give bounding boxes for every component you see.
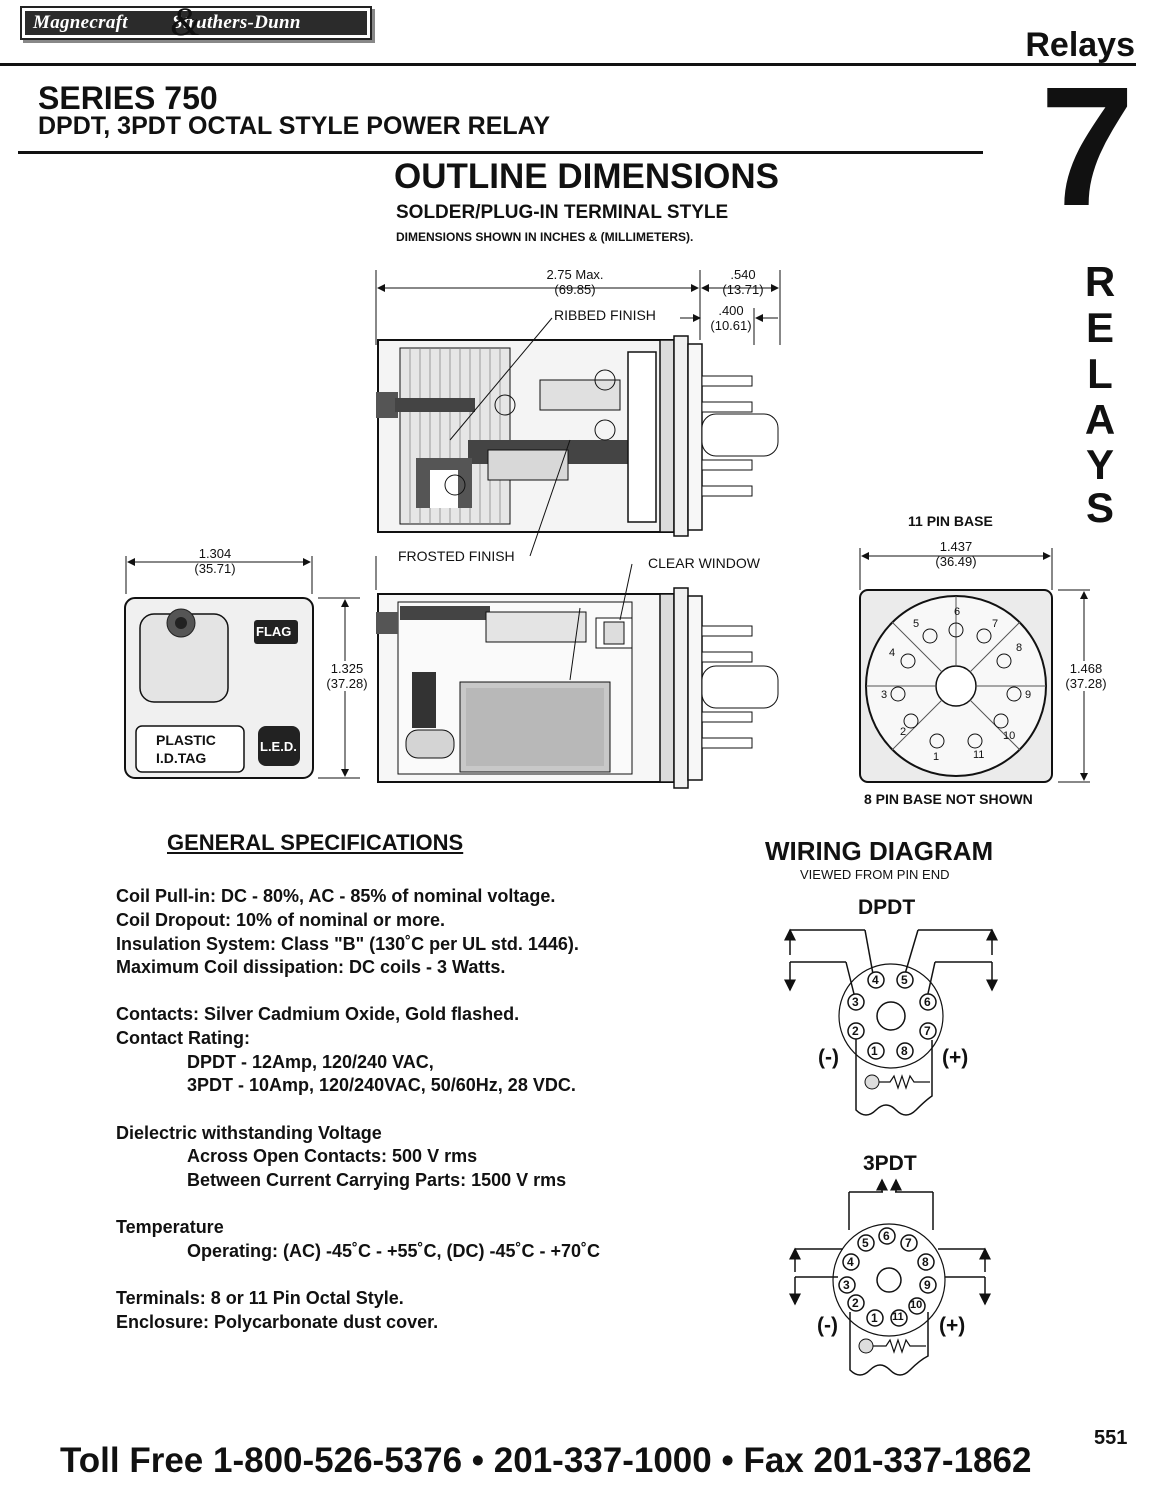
outline-title: OUTLINE DIMENSIONS xyxy=(394,157,780,196)
dim-base-height: 1.468 (37.28) xyxy=(1058,661,1114,691)
dpdt-pin: 4 xyxy=(872,973,879,987)
tpdt-pin: 10 xyxy=(910,1299,923,1311)
logo-text: Magnecraft Struthers-Dunn xyxy=(25,11,367,35)
tab-letter: Y xyxy=(1085,441,1114,488)
base-pin-label: 7 xyxy=(992,618,999,630)
dpdt-pin: 6 xyxy=(924,995,931,1009)
spec-line: Contact Rating: xyxy=(116,1028,250,1048)
label-frosted-finish: FROSTED FINISH xyxy=(398,548,515,564)
spec-line: Enclosure: Polycarbonate dust cover. xyxy=(116,1312,439,1332)
spec-line: Across Open Contacts: 500 V rms xyxy=(187,1146,478,1166)
dpdt-pin: 7 xyxy=(924,1024,931,1038)
tpdt-pin: 1 xyxy=(871,1311,878,1325)
base-pin-label: 3 xyxy=(881,689,888,701)
tpdt-pin: 7 xyxy=(905,1236,912,1250)
base-pin-label: 8 xyxy=(1016,642,1023,654)
tab-letter: S xyxy=(1085,484,1114,531)
spec-line: Insulation System: Class "B" (130˚C per … xyxy=(116,934,579,954)
dim-base-length: .400 (10.61) xyxy=(710,303,752,333)
spec-line: Dielectric withstanding Voltage xyxy=(116,1123,382,1143)
base-pin-label: 11 xyxy=(973,749,985,761)
spec-line: Contacts: Silver Cadmium Oxide, Gold fla… xyxy=(116,1004,520,1024)
base-pin-label: 4 xyxy=(889,647,896,659)
spec-line: 3PDT - 10Amp, 120/240VAC, 50/60Hz, 28 VD… xyxy=(187,1075,576,1095)
relay-bottom-view xyxy=(375,556,779,789)
base-11-pin xyxy=(859,548,1090,783)
header-rule xyxy=(0,63,1136,66)
label-8-pin-note: 8 PIN BASE NOT SHOWN xyxy=(864,791,1033,807)
tab-letter: E xyxy=(1085,304,1114,351)
label-led: L.E.D. xyxy=(260,739,297,754)
title-rule xyxy=(18,151,983,154)
outline-note: DIMENSIONS SHOWN IN INCHES & (MILLIMETER… xyxy=(396,230,694,244)
relay-top-view xyxy=(375,270,781,557)
tpdt-pin: 4 xyxy=(847,1255,854,1269)
spec-line: DPDT - 12Amp, 120/240 VAC, xyxy=(187,1052,434,1072)
tpdt-pin: 11 xyxy=(892,1311,904,1323)
base-pin-label: 6 xyxy=(954,606,961,618)
spec-line: Terminals: 8 or 11 Pin Octal Style. xyxy=(116,1288,404,1308)
spec-line: Coil Dropout: 10% of nominal or more. xyxy=(116,910,446,930)
tpdt-pin: 6 xyxy=(883,1229,890,1243)
footer-contact: Toll Free 1-800-526-5376 • 201-337-1000 … xyxy=(60,1441,1032,1480)
outline-subtitle: SOLDER/PLUG-IN TERMINAL STYLE xyxy=(396,202,729,223)
brand-logo: Magnecraft Struthers-Dunn & xyxy=(20,0,372,44)
section-title: Relays xyxy=(1025,26,1135,64)
base-pin-label: 5 xyxy=(913,618,920,630)
dim-height: 1.325 (37.28) xyxy=(318,661,376,691)
dpdt-pin: 1 xyxy=(871,1044,878,1058)
tpdt-positive: (+) xyxy=(939,1314,966,1337)
spec-line: Between Current Carrying Parts: 1500 V r… xyxy=(187,1170,567,1190)
label-11-pin-base: 11 PIN BASE xyxy=(908,513,993,529)
dpdt-pin: 3 xyxy=(852,995,859,1009)
dpdt-positive: (+) xyxy=(942,1046,969,1069)
tpdt-pin: 5 xyxy=(862,1236,869,1250)
base-pin-label: 1 xyxy=(933,751,940,763)
dim-pin-length: .540 (13.71) xyxy=(722,267,764,297)
spec-line: Coil Pull-in: DC - 80%, AC - 85% of nomi… xyxy=(116,886,556,906)
tab-letter: A xyxy=(1084,396,1116,443)
base-pin-label: 2 xyxy=(900,726,907,738)
dim-length: 2.75 Max. (69.85) xyxy=(546,267,604,297)
tpdt-pin: 9 xyxy=(924,1278,931,1292)
wiring-subtitle: VIEWED FROM PIN END xyxy=(800,867,950,882)
tpdt-pin: 8 xyxy=(922,1255,929,1269)
dpdt-negative: (-) xyxy=(818,1046,839,1069)
series-subtitle: DPDT, 3PDT OCTAL STYLE POWER RELAY xyxy=(38,112,551,140)
logo-ampersand: & xyxy=(170,0,202,44)
dpdt-pin: 8 xyxy=(901,1044,908,1058)
wiring-dpdt xyxy=(784,928,998,1116)
dim-width: 1.304 (35.71) xyxy=(194,546,236,576)
tab-letter: L xyxy=(1087,350,1113,397)
spec-line: Temperature xyxy=(116,1217,224,1237)
spec-line: Operating: (AC) -45˚C - +55˚C, (DC) -45˚… xyxy=(187,1241,601,1261)
tpdt-pin: 3 xyxy=(843,1278,850,1292)
label-ribbed-finish: RIBBED FINISH xyxy=(554,307,656,323)
logo-left: Magnecraft xyxy=(33,12,128,33)
base-pin-label: 9 xyxy=(1025,689,1032,701)
base-pin-label: 10 xyxy=(1003,730,1016,742)
wiring-3pdt xyxy=(789,1178,991,1376)
wiring-title: WIRING DIAGRAM xyxy=(765,836,994,866)
tpdt-pin: 2 xyxy=(852,1296,859,1310)
dpdt-title: DPDT xyxy=(858,896,916,919)
series-title: SERIES 750 xyxy=(38,80,218,116)
specs-title: GENERAL SPECIFICATIONS xyxy=(167,830,464,855)
spec-line: Maximum Coil dissipation: DC coils - 3 W… xyxy=(116,957,506,977)
logo-right: Struthers-Dunn xyxy=(171,12,301,33)
tpdt-negative: (-) xyxy=(817,1314,838,1337)
label-plastic-tag: PLASTIC I.D.TAG xyxy=(156,732,216,766)
label-flag: FLAG xyxy=(256,624,292,639)
dpdt-pin: 5 xyxy=(901,973,908,987)
relay-front-view xyxy=(124,556,360,779)
label-clear-window: CLEAR WINDOW xyxy=(648,555,760,571)
section-tab-number: 7 xyxy=(1040,52,1135,242)
dpdt-pin: 2 xyxy=(852,1024,859,1038)
dim-base-width: 1.437 (36.49) xyxy=(935,539,977,569)
tpdt-title: 3PDT xyxy=(863,1152,917,1175)
tab-letter: R xyxy=(1084,258,1116,305)
page-number: 551 xyxy=(1094,1427,1128,1449)
